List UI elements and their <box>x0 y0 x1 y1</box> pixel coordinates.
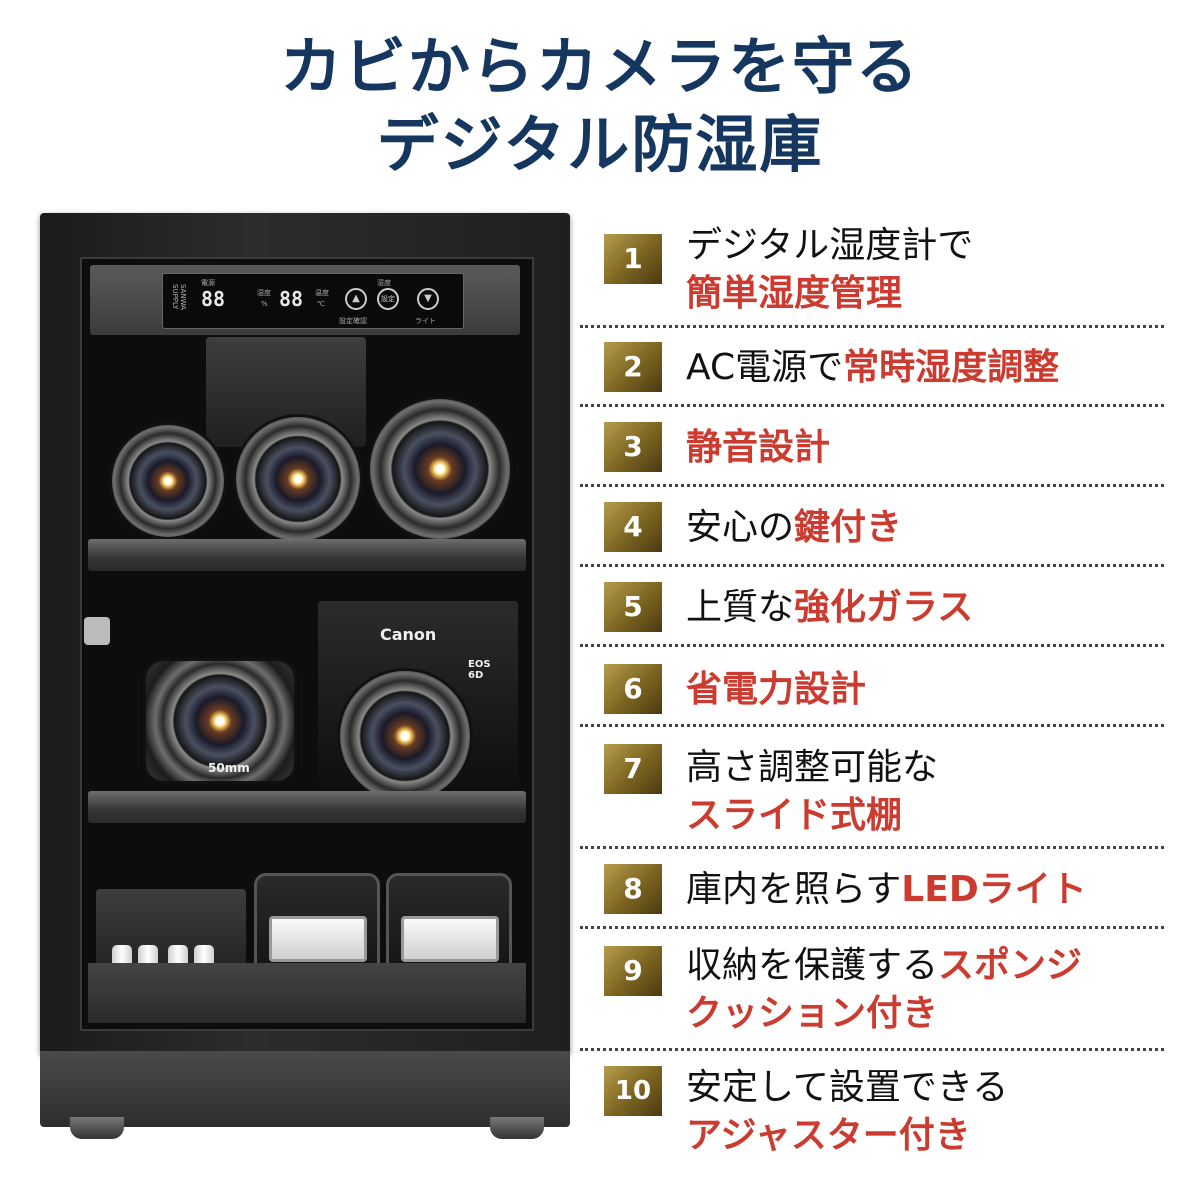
adjuster-foot-right <box>490 1117 544 1139</box>
humidity-set-label: 湿度 <box>377 279 391 287</box>
lens-2 <box>236 417 360 541</box>
feature-number-badge: 4 <box>604 502 662 552</box>
dotted-separator <box>580 484 1164 487</box>
humidity-readout: 88 <box>201 287 226 311</box>
feature-highlight: 静音設計 <box>686 427 831 468</box>
feature-number-badge: 1 <box>604 234 662 284</box>
feature-text: 省電力設計 <box>686 666 866 714</box>
lens-3 <box>370 399 510 539</box>
feature-highlight-line2: クッション付き <box>686 993 939 1034</box>
dotted-separator <box>580 644 1164 647</box>
shelf-lower <box>88 791 526 823</box>
humidity-label: 湿度 <box>257 289 271 297</box>
dotted-separator <box>580 846 1164 849</box>
camera-lens <box>340 671 470 801</box>
page-title: カビからカメラを守る デジタル防湿庫 <box>0 28 1200 184</box>
temperature-label: 温度 <box>315 289 329 297</box>
feature-number-badge: 10 <box>604 1066 662 1116</box>
panel-brand-logo: SANWA SUPPLY <box>171 284 187 310</box>
feature-highlight: 常時湿度調整 <box>843 347 1060 388</box>
feature-text: 収納を保護するスポンジ クッション付き <box>686 942 1082 1038</box>
camera-model-label: EOS 6D <box>468 659 491 681</box>
flash-window-2 <box>401 916 499 962</box>
setting-confirm-label: 設定確認 <box>339 317 367 325</box>
down-button[interactable]: ▼ <box>417 288 439 310</box>
sponge-cushion <box>88 963 526 1023</box>
power-label: 電源 <box>201 279 215 287</box>
feature-highlight: 簡単湿度管理 <box>686 273 903 314</box>
cabinet-base <box>40 1051 570 1127</box>
feature-text: 安定して設置できる アジャスター付き <box>686 1064 1008 1160</box>
control-panel: SANWA SUPPLY 電源 88 湿度 % 88 温度 ℃ 湿度 ▲ 設定 … <box>90 265 520 335</box>
shelf-upper <box>88 539 526 571</box>
feature-number-badge: 8 <box>604 864 662 914</box>
feature-text: デジタル湿度計で 簡単湿度管理 <box>686 222 973 318</box>
feature-highlight: アジャスター付き <box>686 1115 971 1156</box>
feature-text: AC電源で常時湿度調整 <box>686 347 1060 388</box>
dotted-separator <box>580 724 1164 727</box>
title-line-1: カビからカメラを守る <box>279 30 920 103</box>
adjuster-foot-left <box>70 1117 124 1139</box>
feature-number-badge: 9 <box>604 946 662 996</box>
dotted-separator <box>580 926 1164 929</box>
feature-number-badge: 5 <box>604 582 662 632</box>
light-label: ライト <box>415 317 436 325</box>
temperature-unit: ℃ <box>317 300 325 308</box>
feature-text: 上質な強化ガラス <box>686 587 974 628</box>
title-line-2: デジタル防湿庫 <box>376 108 824 181</box>
feature-list: 1 デジタル湿度計で 簡単湿度管理 2 AC電源で常時湿度調整 3 静音設計 4… <box>580 0 1180 1200</box>
key-lock <box>84 617 110 645</box>
dry-cabinet-image: SANWA SUPPLY 電源 88 湿度 % 88 温度 ℃ 湿度 ▲ 設定 … <box>40 213 570 1140</box>
lens-50mm <box>146 661 294 781</box>
humidity-unit: % <box>261 300 268 308</box>
dotted-separator <box>580 1048 1164 1051</box>
feature-highlight: 強化ガラス <box>794 587 974 628</box>
feature-text: 高さ調整可能な スライド式棚 <box>686 744 938 840</box>
feature-highlight: 鍵付き <box>794 507 903 548</box>
feature-number-badge: 2 <box>604 342 662 392</box>
feature-number-badge: 7 <box>604 744 662 794</box>
dotted-separator <box>580 325 1164 328</box>
lens-1 <box>112 425 224 537</box>
feature-highlight: LEDライト <box>901 869 1087 910</box>
feature-highlight: 省電力設計 <box>686 669 867 710</box>
temperature-readout: 88 <box>279 287 304 311</box>
camera-brand-label: Canon <box>380 625 437 644</box>
up-button[interactable]: ▲ <box>345 288 367 310</box>
feature-number-badge: 3 <box>604 422 662 472</box>
feature-text: 安心の鍵付き <box>686 507 903 548</box>
flash-window-1 <box>269 916 367 962</box>
feature-number-badge: 6 <box>604 664 662 714</box>
lcd-display: SANWA SUPPLY 電源 88 湿度 % 88 温度 ℃ 湿度 ▲ 設定 … <box>162 273 464 329</box>
lens-focal-label: 50mm <box>208 761 250 775</box>
dotted-separator <box>580 404 1164 407</box>
feature-text: 庫内を照らすLEDライト <box>686 869 1087 910</box>
feature-text: 静音設計 <box>686 424 830 472</box>
feature-highlight: スポンジ <box>938 945 1083 986</box>
dotted-separator <box>580 564 1164 567</box>
set-button[interactable]: 設定 <box>377 288 399 310</box>
feature-highlight: スライド式棚 <box>686 795 903 836</box>
